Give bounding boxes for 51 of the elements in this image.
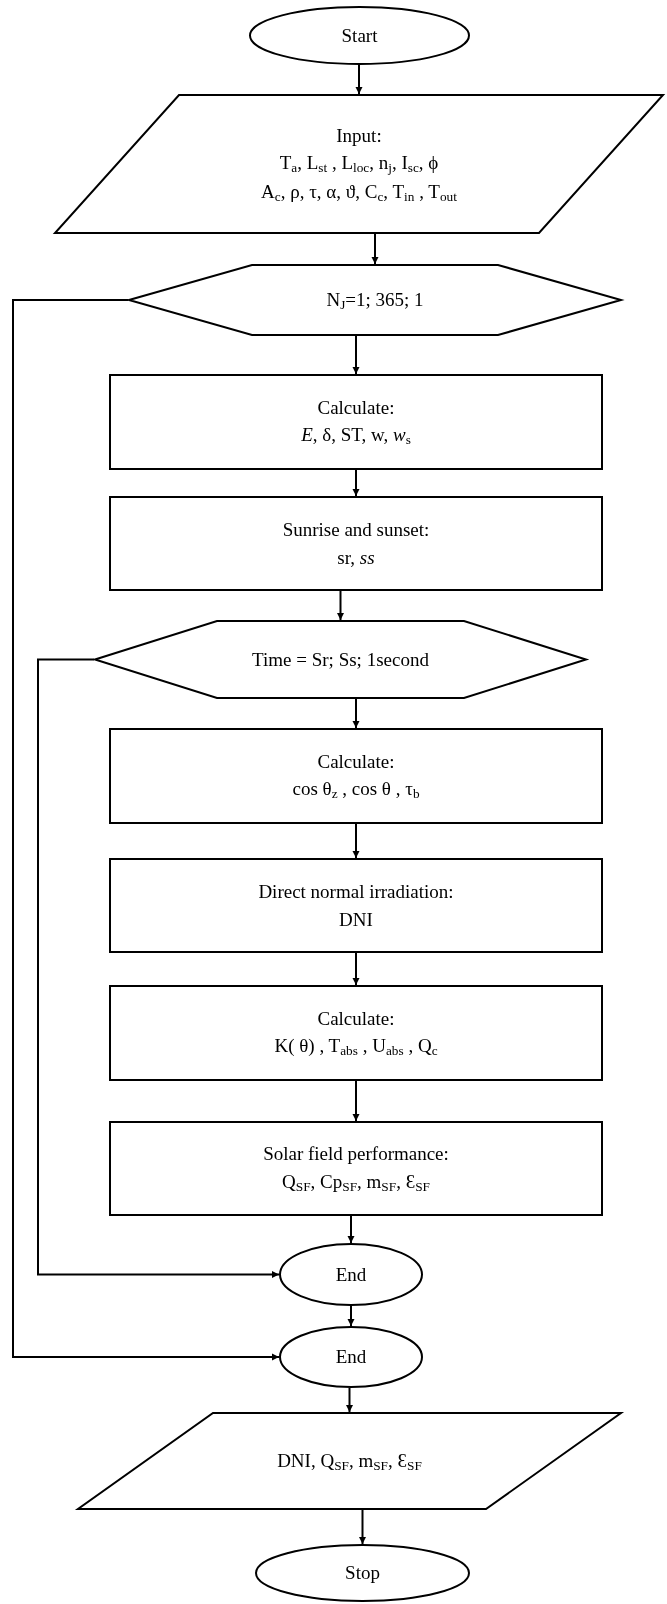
process-box — [109, 858, 603, 953]
step-heading: Calculate: — [317, 749, 395, 774]
input-output-parallelogram — [54, 94, 664, 234]
arrow — [352, 469, 360, 497]
arrow — [352, 335, 360, 375]
arrow — [337, 590, 344, 621]
step-text: DNI — [339, 907, 373, 932]
process-box — [109, 985, 603, 1081]
step-text: End — [335, 1262, 367, 1287]
arrow — [355, 64, 363, 95]
step-text: Time = Sr; Ss; 1second — [252, 647, 429, 672]
step-heading: Solar field performance: — [263, 1142, 449, 1167]
arrow — [352, 698, 360, 729]
step-text: Stop — [345, 1561, 380, 1586]
step-text: cos θ$_{z}$ , cos θ , τ$_{b}$ — [292, 777, 420, 804]
step-text: Start — [341, 23, 378, 48]
process-box — [109, 374, 603, 470]
terminal-ellipse — [279, 1326, 423, 1388]
input-output-parallelogram — [77, 1412, 622, 1510]
arrow — [347, 1215, 355, 1244]
arrow — [12, 299, 280, 1361]
arrow — [371, 233, 379, 265]
process-box — [109, 1121, 603, 1216]
step-text: End — [335, 1345, 367, 1370]
step-text: K( θ) , T$_{abs}$ , U$_{abs}$ , Q$_{c}$ — [274, 1034, 438, 1061]
step-text: T$_{a}$, L$_{st}$ , L$_{loc}$, n$_{j}$, I$_{sc}$, ϕ — [279, 151, 439, 178]
loop-hexagon — [128, 264, 622, 336]
step-text: A$_{c}$, ρ, τ, α, ϑ, C$_{c}$, T$_{in}$ , T$_{out}$ — [261, 179, 457, 207]
step-heading: Calculate: — [317, 1006, 395, 1031]
arrow — [37, 658, 280, 1278]
step-text: sr, ss — [337, 545, 375, 570]
process-box — [109, 728, 603, 824]
step-text: DNI, Q$_{SF}$, m$_{SF}$, Ɛ$_{SF}$ — [277, 1448, 422, 1475]
step-text: Q$_{SF}$, Cp$_{SF}$, m$_{SF}$, Ɛ$_{SF}$ — [282, 1170, 430, 1197]
process-box — [109, 496, 603, 591]
step-heading: Sunrise and sunset: — [282, 517, 430, 542]
arrow — [352, 823, 360, 859]
arrow — [352, 952, 360, 986]
loop-hexagon — [94, 620, 587, 699]
step-heading: Direct normal irradiation: — [258, 879, 454, 904]
arrow — [352, 1080, 360, 1122]
step-text: N$_{J}$=1; 365; 1 — [326, 287, 424, 314]
terminal-ellipse — [279, 1243, 423, 1306]
terminal-ellipse — [249, 6, 470, 65]
arrow — [359, 1509, 366, 1545]
step-heading: Calculate: — [317, 395, 395, 420]
step-text: E, δ, ST, w, w$_{s}$ — [301, 423, 411, 450]
terminal-ellipse — [255, 1544, 470, 1602]
arrow — [347, 1305, 355, 1327]
arrow — [346, 1387, 353, 1413]
step-heading: Input: — [336, 123, 382, 148]
